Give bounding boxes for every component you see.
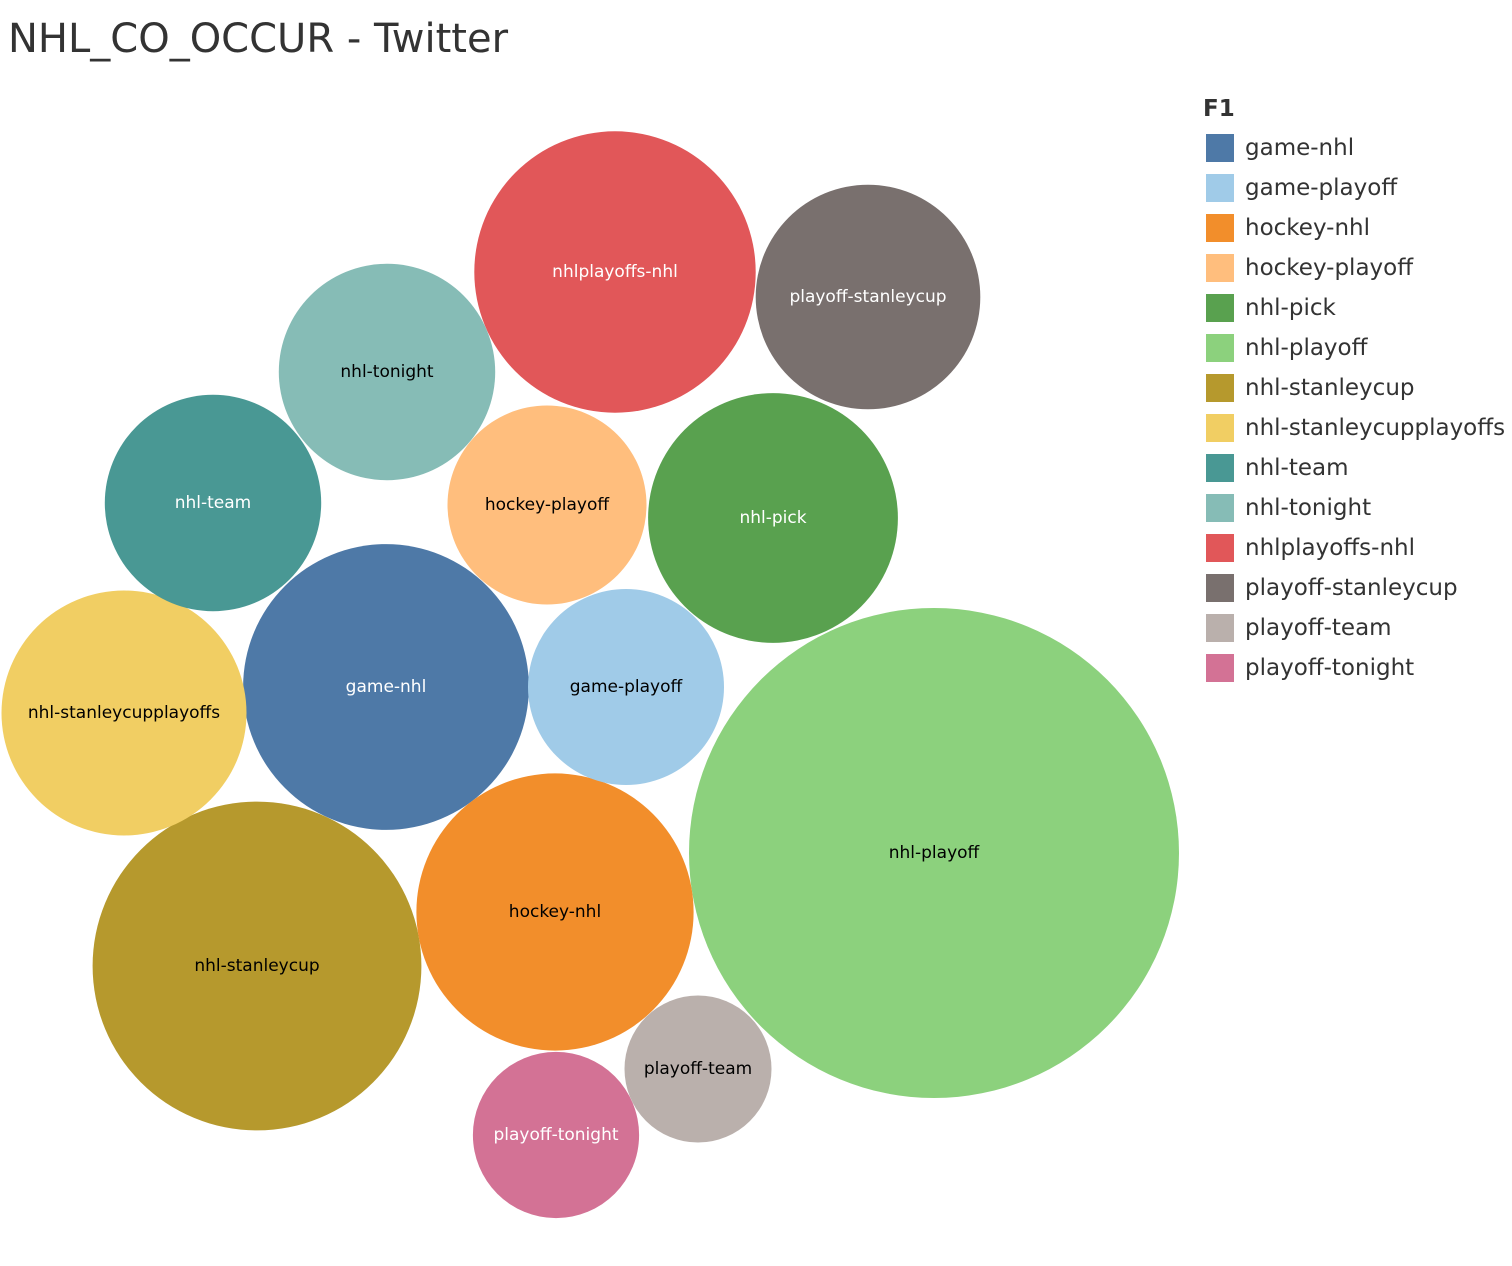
- bubble-label: hockey-playoff: [485, 495, 611, 515]
- legend-label: nhl-stanleycup: [1245, 375, 1415, 401]
- bubble-circle[interactable]: [648, 393, 898, 643]
- legend-item[interactable]: hockey-nhl: [1203, 208, 1505, 248]
- bubble-circle[interactable]: [624, 995, 772, 1143]
- legend-item[interactable]: hockey-playoff: [1203, 248, 1505, 288]
- bubble-circle[interactable]: [689, 608, 1179, 1098]
- legend-label: game-playoff: [1245, 175, 1398, 201]
- bubble-circle[interactable]: [243, 544, 529, 830]
- legend-label: hockey-playoff: [1245, 255, 1414, 281]
- legend-swatch: [1206, 574, 1234, 602]
- legend-label: playoff-tonight: [1245, 655, 1415, 681]
- legend-swatch: [1206, 654, 1234, 682]
- legend-swatch: [1206, 534, 1234, 562]
- legend-label: playoff-stanleycup: [1245, 575, 1458, 601]
- legend-swatch: [1206, 134, 1234, 162]
- bubble[interactable]: nhl-tonight: [278, 263, 496, 481]
- legend-swatch: [1206, 214, 1234, 242]
- bubble-circle[interactable]: [1, 590, 247, 836]
- bubble[interactable]: nhl-pick: [648, 393, 898, 643]
- bubble-label: nhl-playoff: [889, 843, 981, 863]
- bubble-plot-area: nhl-playoff nhl-stanleycup game-nhl nhlplay…: [1, 131, 1179, 1219]
- legend-item[interactable]: game-nhl: [1203, 128, 1505, 168]
- legend-item[interactable]: game-playoff: [1203, 168, 1505, 208]
- bubble-label: hockey-nhl: [509, 902, 601, 922]
- legend-item[interactable]: nhl-stanleycup: [1203, 368, 1505, 408]
- bubble[interactable]: playoff-team: [624, 995, 772, 1143]
- legend-swatch: [1206, 334, 1234, 362]
- bubble-label: playoff-tonight: [493, 1125, 618, 1145]
- bubble[interactable]: nhl-stanleycupplayoffs: [1, 590, 247, 836]
- legend-swatch: [1206, 414, 1234, 442]
- bubble[interactable]: hockey-playoff: [447, 405, 647, 605]
- bubble-label: nhl-pick: [739, 508, 806, 528]
- legend-items: game-nhl game-playoff hockey-nhl hockey-pla…: [1203, 128, 1505, 688]
- legend-item[interactable]: nhl-playoff: [1203, 328, 1505, 368]
- bubble-circle[interactable]: [447, 405, 647, 605]
- bubble-circle[interactable]: [472, 1051, 640, 1219]
- legend-swatch: [1206, 454, 1234, 482]
- bubble-circle[interactable]: [474, 131, 756, 413]
- bubble-circle[interactable]: [755, 184, 981, 410]
- legend-item[interactable]: playoff-team: [1203, 608, 1505, 648]
- legend-item[interactable]: nhl-tonight: [1203, 488, 1505, 528]
- bubble-label: nhl-stanleycup: [194, 956, 319, 976]
- bubble-label: nhl-tonight: [340, 362, 434, 382]
- bubble-label: playoff-stanleycup: [789, 287, 946, 307]
- legend-swatch: [1206, 294, 1234, 322]
- bubble-circle[interactable]: [416, 773, 694, 1051]
- legend-label: playoff-team: [1245, 615, 1392, 641]
- bubble-label: nhlplayoffs-nhl: [552, 262, 678, 282]
- legend-swatch: [1206, 254, 1234, 282]
- legend-label: nhl-team: [1245, 455, 1349, 481]
- legend-swatch: [1206, 614, 1234, 642]
- legend-label: nhlplayoffs-nhl: [1245, 535, 1415, 561]
- bubble[interactable]: nhl-stanleycup: [92, 801, 422, 1131]
- legend-item[interactable]: nhl-team: [1203, 448, 1505, 488]
- bubble-label: nhl-stanleycupplayoffs: [28, 703, 220, 723]
- bubble[interactable]: nhl-playoff: [689, 608, 1179, 1098]
- bubble-circle[interactable]: [528, 589, 724, 785]
- bubble[interactable]: nhlplayoffs-nhl: [474, 131, 756, 413]
- bubble-label: playoff-team: [644, 1059, 752, 1079]
- legend-item[interactable]: nhl-pick: [1203, 288, 1505, 328]
- bubble-circle[interactable]: [278, 263, 496, 481]
- bubble-circle[interactable]: [92, 801, 422, 1131]
- legend-label: nhl-stanleycupplayoffs: [1245, 415, 1506, 441]
- bubble-label: nhl-team: [175, 493, 252, 513]
- legend-swatch: [1206, 374, 1234, 402]
- bubble[interactable]: nhl-team: [104, 394, 322, 612]
- legend-label: nhl-tonight: [1245, 495, 1372, 521]
- legend-swatch: [1206, 494, 1234, 522]
- legend-swatch: [1206, 174, 1234, 202]
- legend-item[interactable]: playoff-stanleycup: [1203, 568, 1505, 608]
- legend-label: game-nhl: [1245, 135, 1355, 161]
- legend-label: nhl-playoff: [1245, 335, 1368, 361]
- legend-item[interactable]: nhl-stanleycupplayoffs: [1203, 408, 1505, 448]
- bubble[interactable]: game-nhl: [243, 544, 529, 830]
- legend-label: hockey-nhl: [1245, 215, 1370, 241]
- legend-item[interactable]: playoff-tonight: [1203, 648, 1505, 688]
- legend-label: nhl-pick: [1245, 295, 1336, 321]
- chart-title: NHL_CO_OCCUR - Twitter: [8, 16, 509, 62]
- legend: F1 game-nhl game-playoff hockey-nhl hockey-…: [1203, 94, 1505, 688]
- bubble[interactable]: game-playoff: [528, 589, 724, 785]
- bubble-label: game-playoff: [570, 677, 684, 697]
- bubble[interactable]: hockey-nhl: [416, 773, 694, 1051]
- bubble-label: game-nhl: [346, 677, 427, 697]
- bubble[interactable]: playoff-stanleycup: [755, 184, 981, 410]
- bubble[interactable]: playoff-tonight: [472, 1051, 640, 1219]
- legend-title: F1: [1203, 96, 1235, 122]
- legend-item[interactable]: nhlplayoffs-nhl: [1203, 528, 1505, 568]
- bubble-circle[interactable]: [104, 394, 322, 612]
